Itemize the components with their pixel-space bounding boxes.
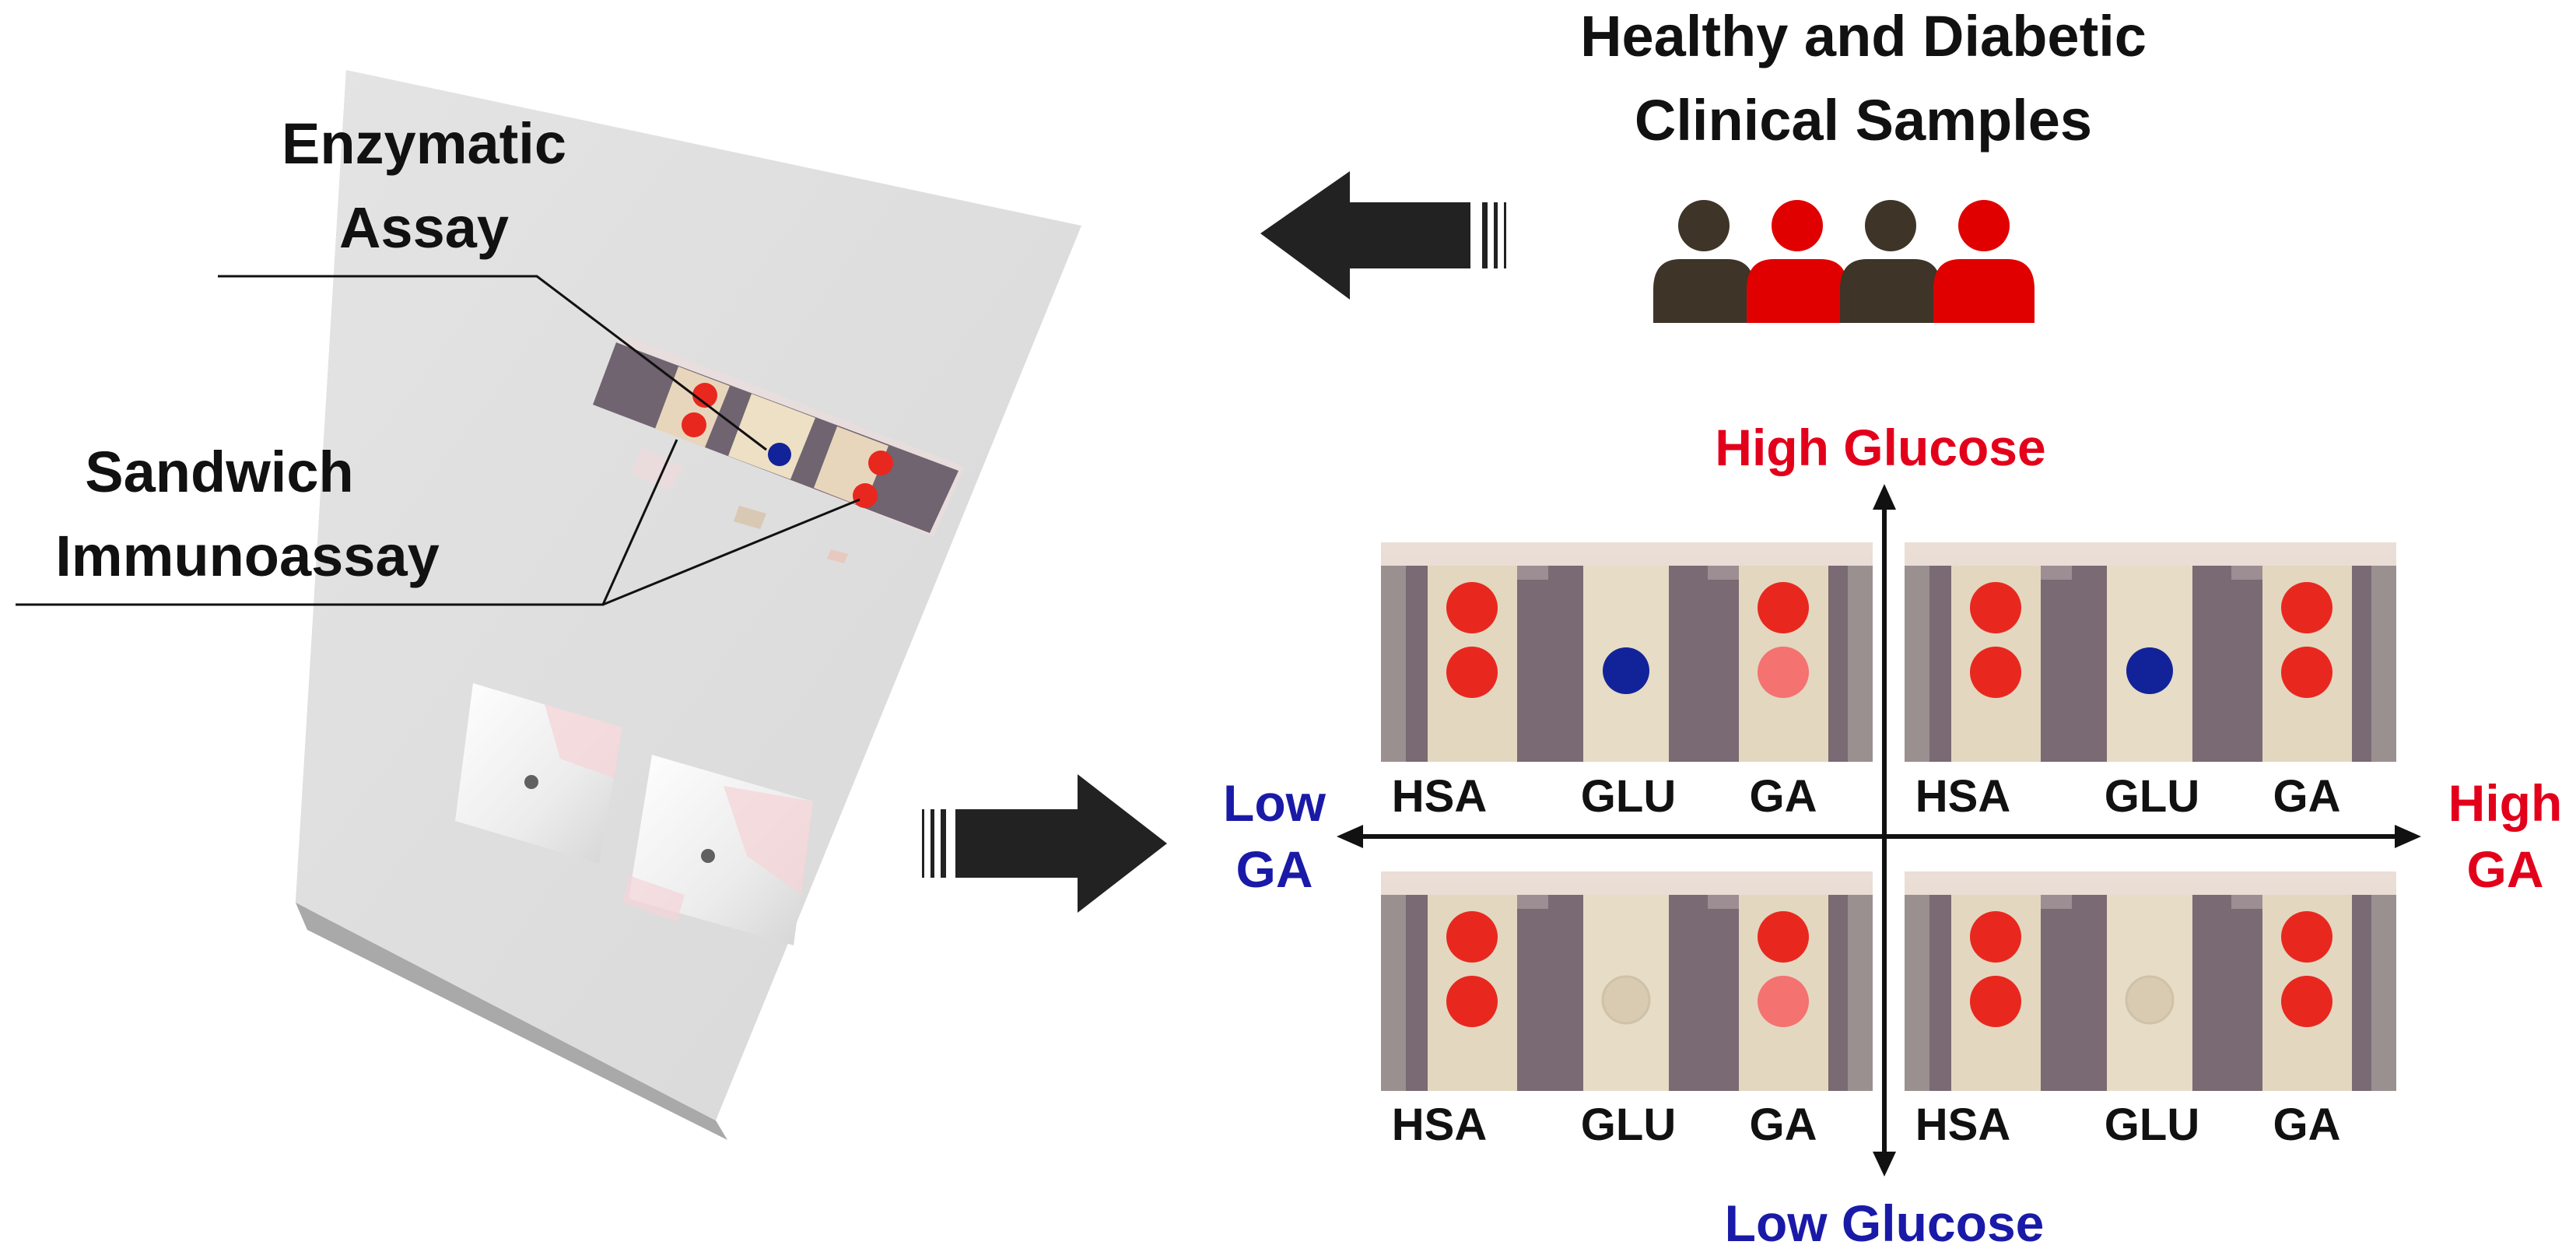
person-icon-3 — [1840, 200, 1941, 323]
strip-label-glu: GLU — [1581, 771, 1676, 822]
person-icon-1 — [1653, 200, 1754, 323]
spot-ga-2 — [1758, 976, 1809, 1027]
person-icon-2 — [1747, 200, 1848, 323]
spot-ga-2 — [2281, 647, 2332, 698]
spot-ga-1 — [1758, 911, 1809, 963]
test-device — [296, 70, 1081, 1140]
strip-top-right: HSA GLU GA — [1905, 542, 2396, 822]
axis-label-high-glucose: High Glucose — [1715, 419, 2045, 476]
strip-top-left: HSA GLU GA — [1381, 542, 1873, 822]
strip-label-hsa: HSA — [1915, 771, 2010, 822]
spot-ga-2 — [1758, 647, 1809, 698]
samples-title-line2: Clinical Samples — [1635, 88, 2092, 153]
spot-hsa-1 — [1970, 911, 2021, 963]
spot-ga-2 — [2281, 976, 2332, 1027]
window-spot-hsa-1 — [692, 383, 717, 408]
ga-axis — [1337, 825, 2421, 848]
spot-hsa-1 — [1446, 582, 1498, 633]
spot-hsa-2 — [1446, 647, 1498, 698]
spot-hsa-1 — [1446, 911, 1498, 963]
strip-bottom-right: HSA GLU GA — [1905, 871, 2396, 1150]
sandwich-callout — [16, 439, 860, 606]
strip-label-hsa: HSA — [1392, 771, 1487, 822]
strip-bottom-left: HSA GLU GA — [1381, 871, 1873, 1150]
axis-label-low-glucose: Low Glucose — [1725, 1194, 2045, 1252]
person-icon-4 — [1933, 200, 2035, 323]
strip-label-glu: GLU — [2105, 1099, 2199, 1150]
strip-label-ga: GA — [2273, 1099, 2341, 1150]
strip-label-hsa: HSA — [1392, 1099, 1487, 1150]
enzymatic-label-line1: Enzymatic — [282, 111, 566, 176]
sample-pad-2 — [622, 755, 813, 945]
glucose-axis — [1873, 484, 1896, 1177]
window-spot-hsa-2 — [682, 412, 706, 437]
axis-label-low-ga-line2: GA — [1236, 840, 1313, 898]
spot-glu — [2125, 975, 2175, 1025]
sample-port-1 — [524, 775, 538, 789]
spot-glu — [2126, 647, 2173, 694]
strip-label-ga: GA — [1750, 771, 1817, 822]
enzymatic-label-line2: Assay — [339, 195, 509, 260]
strip-label-hsa: HSA — [1915, 1099, 2010, 1150]
people-group — [1653, 200, 2035, 323]
result-strips: HSA GLU GA HSA GLU GA HSA GLU GA HSA GLU GA — [1381, 542, 2396, 1150]
axis-label-high-ga-line2: GA — [2467, 840, 2544, 898]
axis-label-high-ga-line1: High — [2448, 774, 2563, 832]
window-spot-glu — [768, 443, 791, 466]
spot-hsa-1 — [1970, 582, 2021, 633]
enzymatic-callout — [218, 275, 767, 451]
strip-label-glu: GLU — [2105, 771, 2199, 822]
window-spot-ga-1 — [868, 451, 893, 475]
device-side-bottom — [296, 903, 727, 1140]
window-spot-ga-2 — [853, 483, 878, 508]
spot-ga-1 — [1758, 582, 1809, 633]
strip-label-ga: GA — [1750, 1099, 1817, 1150]
spot-ga-1 — [2281, 911, 2332, 963]
sandwich-label-line1: Sandwich — [85, 440, 353, 504]
samples-title-line1: Healthy and Diabetic — [1580, 4, 2147, 68]
strip-label-glu: GLU — [1581, 1099, 1676, 1150]
spot-hsa-2 — [1970, 976, 2021, 1027]
device-mark-2 — [827, 549, 848, 563]
sample-port-2 — [701, 849, 715, 863]
device-mark-1 — [734, 506, 766, 529]
window-pad-glu — [728, 394, 815, 479]
sandwich-label-line2: Immunoassay — [55, 524, 440, 588]
arrow-to-device — [1260, 171, 1506, 300]
spot-ga-1 — [2281, 582, 2332, 633]
strip-label-ga: GA — [2273, 771, 2341, 822]
sample-pad-1 — [455, 683, 622, 864]
spot-glu — [1601, 975, 1651, 1025]
axis-label-low-ga-line1: Low — [1223, 774, 1327, 832]
spot-hsa-2 — [1446, 976, 1498, 1027]
device-top-face — [296, 70, 1081, 1120]
detection-window — [593, 335, 965, 537]
spot-hsa-2 — [1970, 647, 2021, 698]
spot-glu — [1603, 647, 1649, 694]
arrow-to-results — [922, 774, 1167, 913]
